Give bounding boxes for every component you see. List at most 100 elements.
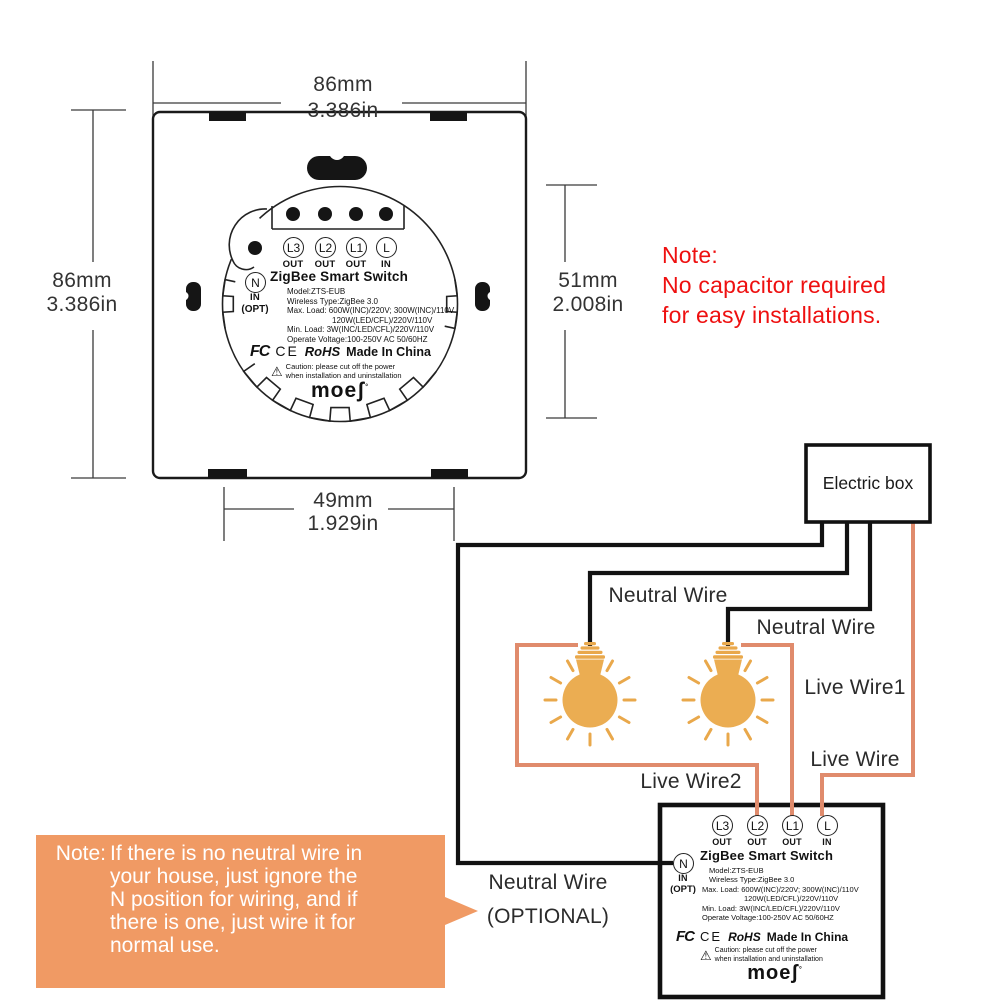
plate-mounting-tabs bbox=[186, 112, 490, 478]
module-title: ZigBee Smart Switch bbox=[700, 848, 834, 863]
terminal-n-sub: IN bbox=[250, 292, 260, 303]
neutral-wire-1-path bbox=[587, 523, 850, 646]
moes-logo: moeʃ° bbox=[302, 379, 378, 403]
plate-caution-lines: Caution: please cut off the power when i… bbox=[286, 362, 402, 380]
module-wireless: Wireless Type:ZigBee 3.0 bbox=[709, 875, 795, 884]
warning-icon: ⚠ bbox=[271, 363, 283, 379]
plate-caution-line2: when installation and uninstallation bbox=[285, 371, 402, 380]
plate-caution: ⚠ Caution: please cut off the power when… bbox=[271, 362, 402, 380]
plate-max-load-1: Max. Load: 600W(INC)/220V; 300W(INC)/110… bbox=[287, 306, 455, 315]
terminal-l3-label: L3 bbox=[286, 240, 301, 255]
light-bulbs bbox=[543, 642, 775, 747]
live-wire-label: Live Wire bbox=[810, 748, 900, 771]
neutral-optional-line1: Neutral Wire bbox=[488, 871, 608, 894]
module-ce-logo-icon: CE bbox=[700, 929, 723, 944]
neutral-note-lines: If there is no neutral wire in your hous… bbox=[110, 842, 362, 988]
module-rohs-logo-icon: RoHS bbox=[728, 930, 761, 944]
terminal-l1-sub: OUT bbox=[345, 259, 367, 270]
dimension-top-in: 3.386in bbox=[307, 99, 379, 122]
module-terminal-l-label: L bbox=[824, 818, 831, 833]
capacitor-note-line3: for easy installations. bbox=[662, 302, 882, 328]
castellation-teeth bbox=[221, 278, 459, 423]
note-pointer-icon bbox=[445, 897, 478, 925]
module-model: Model:ZTS-EUB bbox=[709, 865, 764, 875]
module-terminal-l2-sub: OUT bbox=[747, 837, 767, 847]
module-terminal-l-sub: IN bbox=[822, 837, 832, 847]
module-terminal-l3-label: L3 bbox=[715, 818, 730, 833]
module-voltage: Operate Voltage:100-250V AC 50/60HZ bbox=[702, 913, 834, 922]
terminal-l1-label: L1 bbox=[349, 240, 364, 255]
dimension-bottom-mm: 49mm bbox=[313, 489, 373, 512]
module-certifications: FC CE RoHS Made In China bbox=[676, 928, 848, 945]
module-max-load-2: 120W(LED/CFL)/220V/110V bbox=[744, 894, 839, 903]
module-moes-logo: moeʃ° bbox=[735, 962, 815, 985]
dimension-lines bbox=[71, 61, 597, 541]
module-terminal-n-opt: (OPT) bbox=[670, 884, 696, 895]
terminal-l1: L1 bbox=[346, 237, 367, 258]
module-moes-logo-text: moeʃ bbox=[747, 962, 799, 984]
terminal-l-sub: IN bbox=[381, 259, 391, 270]
terminal-n-opt: (OPT) bbox=[241, 304, 269, 315]
light-bulb-icon bbox=[543, 642, 637, 747]
terminal-shelf bbox=[271, 206, 405, 230]
module-terminal-n-label: N bbox=[679, 856, 688, 871]
moes-logo-mark: ° bbox=[365, 384, 369, 391]
neutral-note-prefix: Note: bbox=[55, 842, 106, 865]
neutral-wire-1-label: Neutral Wire bbox=[608, 584, 728, 607]
plate-title: ZigBee Smart Switch bbox=[270, 269, 409, 284]
module-terminal-n-sub: IN bbox=[678, 873, 688, 883]
plate-wireless: Wireless Type:ZigBee 3.0 bbox=[287, 296, 379, 306]
neutral-note-line4: there is one, just wire it for bbox=[110, 911, 356, 934]
made-in-china-label: Made In China bbox=[346, 345, 431, 359]
module-terminal-l1-label: L1 bbox=[785, 818, 800, 833]
plate-voltage: Operate Voltage:100-250V AC 50/60HZ bbox=[287, 334, 428, 344]
live-wire-path bbox=[820, 523, 915, 816]
plate-caution-line1: Caution: please cut off the power bbox=[285, 362, 396, 371]
neutral-note-line5: normal use. bbox=[110, 934, 220, 957]
terminal-l2: L2 bbox=[315, 237, 336, 258]
plate-model: Model:ZTS-EUB bbox=[287, 287, 346, 296]
terminal-l3: L3 bbox=[283, 237, 304, 258]
dimension-left: 86mm 3.386in bbox=[38, 269, 126, 317]
dimension-top-mm: 86mm bbox=[313, 73, 373, 96]
dimension-right-mm: 51mm bbox=[558, 269, 618, 292]
module-warning-icon: ⚠ bbox=[700, 948, 712, 963]
ce-logo-icon: CE bbox=[275, 343, 299, 359]
dimension-top: 86mm 3.386in bbox=[285, 72, 401, 124]
light-bulb-icon bbox=[681, 642, 775, 747]
terminal-l: L bbox=[376, 237, 397, 258]
clip-pinch-right bbox=[487, 291, 497, 301]
hook-eraser bbox=[218, 212, 268, 262]
electric-box-label: Electric box bbox=[822, 473, 914, 493]
capacitor-note-line1: Note: bbox=[662, 242, 718, 268]
terminal-screw-dots bbox=[286, 207, 393, 221]
switch-module-box bbox=[657, 802, 886, 1000]
electric-box-outline bbox=[804, 443, 932, 524]
neutral-wire-2-label: Neutral Wire bbox=[756, 616, 876, 639]
module-max-load-1: Max. Load: 600W(INC)/220V; 300W(INC)/110… bbox=[702, 884, 859, 894]
plate-inner-circle bbox=[221, 185, 459, 423]
dimension-right-in: 2.008in bbox=[552, 293, 624, 316]
module-terminal-l: L bbox=[817, 815, 838, 836]
live-wire-2-path bbox=[515, 643, 759, 816]
terminal-n-label: N bbox=[251, 275, 260, 290]
module-moes-logo-mark: ° bbox=[798, 966, 803, 974]
module-terminal-l2-label: L2 bbox=[750, 818, 765, 833]
screw-hook bbox=[228, 208, 268, 271]
terminal-l3-sub: OUT bbox=[282, 259, 304, 270]
module-caution: ⚠ Caution: please cut off the power when… bbox=[700, 947, 823, 964]
module-terminal-n: N bbox=[673, 853, 694, 874]
module-terminal-l3: L3 bbox=[712, 815, 733, 836]
live-wire-1-path bbox=[741, 643, 794, 816]
neutral-note-line3: N position for wiring, and if bbox=[110, 888, 358, 911]
slot-pinch bbox=[329, 144, 345, 160]
module-fcc-logo-icon: FC bbox=[676, 928, 695, 945]
dimension-bottom-in: 1.929in bbox=[307, 512, 379, 535]
module-caution-line1: Caution: please cut off the power bbox=[714, 947, 817, 954]
terminal-l2-label: L2 bbox=[318, 240, 333, 255]
module-terminal-l2: L2 bbox=[747, 815, 768, 836]
dimension-right: 51mm 2.008in bbox=[543, 269, 633, 317]
neutral-note-line1: If there is no neutral wire in bbox=[110, 842, 363, 865]
